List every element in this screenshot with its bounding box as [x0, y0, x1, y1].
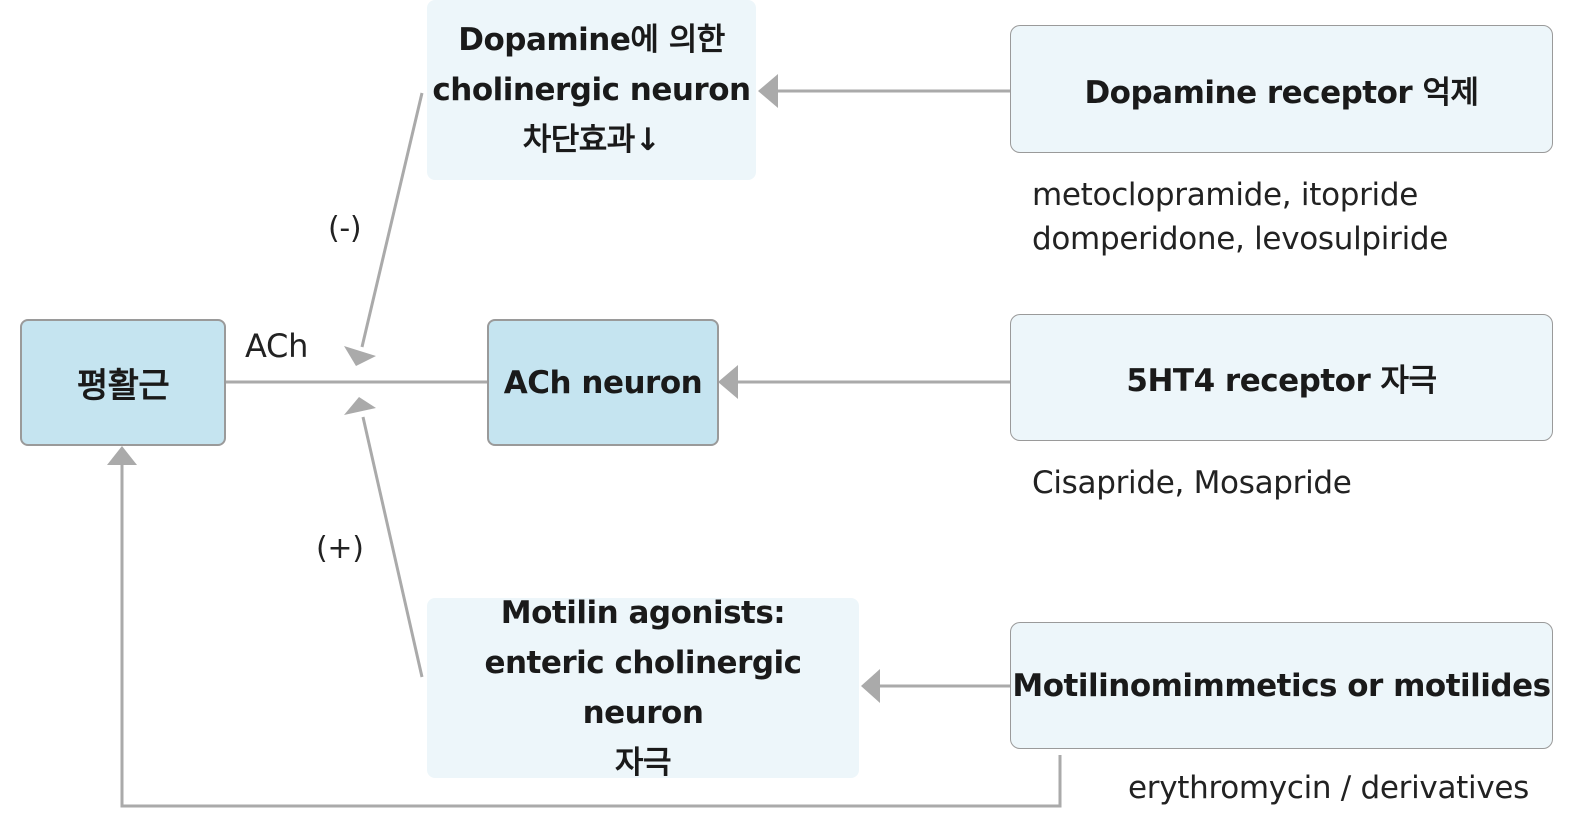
drug-line: metoclopramide, itopride	[1032, 177, 1419, 213]
stimulation-arrow-line	[361, 416, 424, 678]
inhibition-arrow-line	[360, 92, 424, 348]
stimulation-arrow-head	[344, 397, 376, 415]
smooth-muscle-node: 평활근	[20, 319, 226, 446]
dopamine-arrow-head	[758, 74, 778, 108]
drug-line: domperidone, levosulpiride	[1032, 221, 1449, 257]
ht4-arrow-head	[718, 365, 738, 399]
dopamine-effect-line: 차단효과↓	[522, 122, 661, 158]
motilinomimetics-node: Motilinomimmetics or motilides	[1010, 622, 1553, 749]
dopamine-receptor-label: Dopamine receptor 억제	[1084, 74, 1479, 111]
ach-signal-label: ACh	[245, 327, 309, 365]
dopamine-effect-line: Dopamine에 의한	[458, 22, 725, 58]
motilin-agonists-node: Motilin agonists: enteric cholinergic ne…	[427, 595, 859, 781]
smooth-muscle-label: 평활근	[76, 366, 170, 406]
dopamine-drug-list: metoclopramide, itopride domperidone, le…	[1032, 173, 1448, 261]
stimulation-label: (+)	[316, 531, 364, 566]
motilinomimetics-label: Motilinomimmetics or motilides	[1012, 667, 1551, 704]
motilin-agonists-line: 자극	[614, 745, 672, 781]
ht4-receptor-node: 5HT4 receptor 자극	[1010, 314, 1553, 441]
dopamine-effect-node: Dopamine에 의한 cholinergic neuron 차단효과↓	[427, 0, 756, 180]
dopamine-effect-line: cholinergic neuron	[432, 72, 751, 108]
ht4-receptor-label: 5HT4 receptor 자극	[1126, 363, 1437, 399]
feedback-arrow-line	[120, 465, 1062, 808]
ach-neuron-label: ACh neuron	[503, 364, 703, 401]
inhibition-arrow-head	[344, 346, 376, 366]
motilin-agonists-line: enteric cholinergic neuron	[484, 645, 802, 731]
inhibition-label: (-)	[328, 211, 362, 246]
ach-neuron-node: ACh neuron	[487, 319, 719, 446]
ht4-drug-list: Cisapride, Mosapride	[1032, 465, 1352, 501]
dopamine-receptor-node: Dopamine receptor 억제	[1010, 25, 1553, 153]
motilin-arrow-head	[861, 669, 880, 703]
motilin-agonists-line: Motilin agonists:	[500, 595, 786, 631]
feedback-arrow-head	[107, 446, 137, 465]
motilin-drug-list: erythromycin / derivatives	[1128, 770, 1529, 806]
